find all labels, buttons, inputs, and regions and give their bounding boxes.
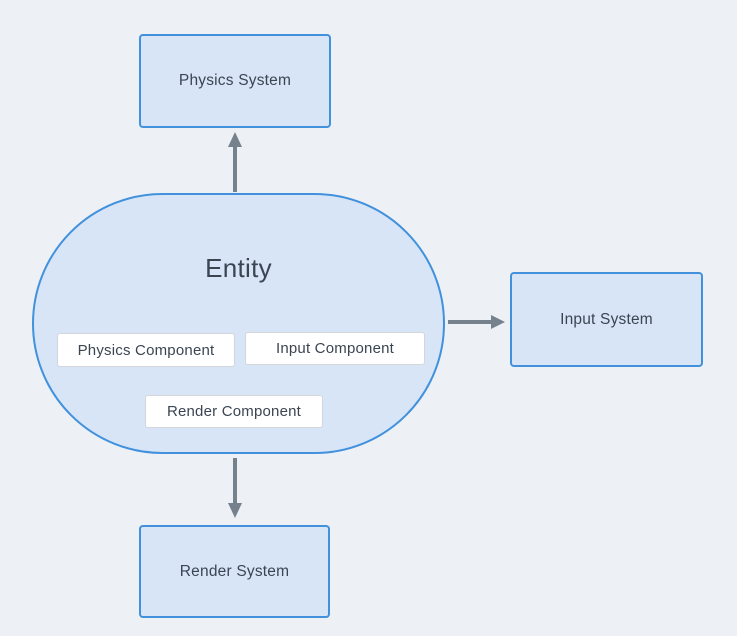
- node-render-system: Render System: [139, 525, 330, 618]
- arrow-entity-to-input-system: [448, 315, 505, 329]
- node-entity-label: Entity: [205, 253, 272, 283]
- node-render-component-label: Render Component: [166, 403, 302, 420]
- arrow-entity-to-physics-system: [228, 132, 242, 192]
- node-input-system: Input System: [510, 272, 703, 367]
- node-physics-system: Physics System: [139, 34, 331, 128]
- node-physics-component-label: Physics Component: [77, 341, 215, 359]
- node-input-component-label: Input Component: [275, 340, 395, 357]
- node-entity: Entity Physics Component Input Component…: [32, 193, 445, 454]
- node-input-component: Input Component: [245, 332, 425, 365]
- node-render-system-label: Render System: [179, 562, 290, 580]
- node-physics-component: Physics Component: [57, 333, 235, 367]
- node-physics-system-label: Physics System: [178, 72, 292, 89]
- arrow-entity-to-render-system: [228, 458, 242, 518]
- node-render-component: Render Component: [145, 395, 323, 428]
- node-input-system-label: Input System: [560, 310, 653, 328]
